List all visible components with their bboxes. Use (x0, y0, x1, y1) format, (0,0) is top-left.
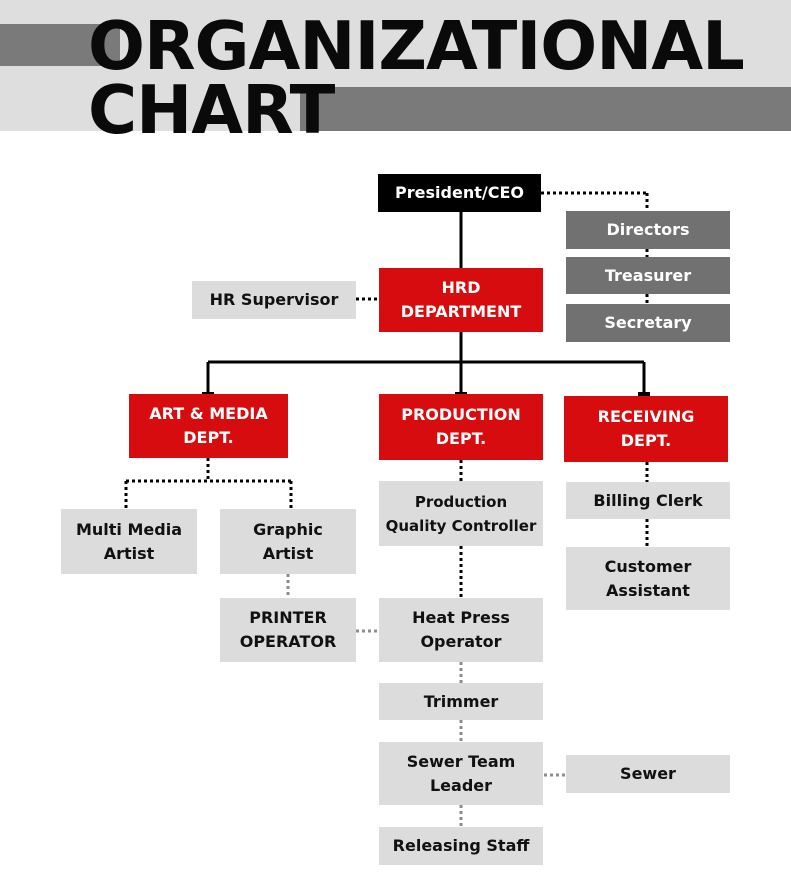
heat-press-operator-node: Heat Press Operator (379, 598, 543, 662)
directors-node: Directors (566, 211, 730, 249)
hrd-department-node: HRD DEPARTMENT (379, 268, 543, 332)
header-band-right (300, 87, 791, 131)
secretary-node: Secretary (566, 304, 730, 342)
title-line-1: ORGANIZATIONAL (88, 7, 745, 85)
production-quality-controller-node: Production Quality Controller (379, 481, 543, 546)
production-dept-node: PRODUCTION DEPT. (379, 394, 543, 460)
multi-media-artist-node: Multi Media Artist (61, 509, 197, 574)
printer-operator-node: PRINTER OPERATOR (220, 598, 356, 662)
header-band-left (0, 24, 120, 66)
title-line-2: CHART (88, 71, 335, 149)
sewer-team-leader-node: Sewer Team Leader (379, 742, 543, 805)
hr-supervisor-node: HR Supervisor (192, 281, 356, 319)
trimmer-node: Trimmer (379, 683, 543, 720)
releasing-staff-node: Releasing Staff (379, 827, 543, 865)
receiving-dept-node: RECEIVING DEPT. (564, 396, 728, 462)
sewer-node: Sewer (566, 755, 730, 793)
president-ceo-node: President/CEO (378, 174, 541, 212)
art-media-dept-node: ART & MEDIA DEPT. (129, 394, 288, 458)
graphic-artist-node: Graphic Artist (220, 509, 356, 574)
customer-assistant-node: Customer Assistant (566, 547, 730, 610)
billing-clerk-node: Billing Clerk (566, 482, 730, 519)
treasurer-node: Treasurer (566, 257, 730, 294)
